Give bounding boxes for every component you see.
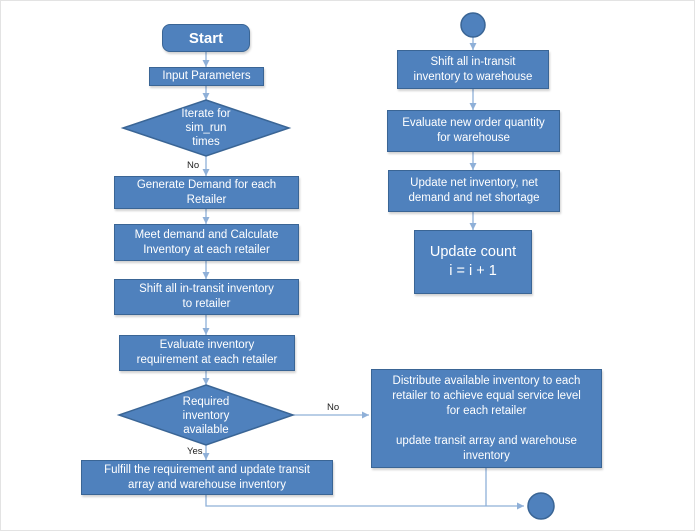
start-terminal: Start [162, 24, 250, 52]
evaluate-order-box: Evaluate new order quantity for warehous… [387, 110, 560, 152]
required-available-label: Required inventory available [182, 396, 230, 436]
meet-demand-box: Meet demand and Calculate Inventory at e… [114, 224, 299, 261]
update-net-box: Update net inventory, net demand and net… [388, 170, 560, 212]
iterate-label: Iterate for sim_run times [181, 108, 231, 148]
fulfill-box: Fulfill the requirement and update trans… [81, 460, 333, 495]
connector-end [527, 492, 555, 520]
arrow-fulfill-to-end [205, 495, 524, 510]
evaluate-requirement-box: Evaluate inventory requirement at each r… [119, 335, 295, 371]
connector-top [460, 12, 486, 38]
shift-retailer-box: Shift all in-transit inventory to retail… [114, 279, 299, 315]
yes-label-required: Yes [187, 446, 203, 457]
shift-warehouse-box: Shift all in-transit inventory to wareho… [397, 50, 549, 89]
update-count-box: Update count i = i + 1 [414, 230, 532, 294]
no-label-iterate: No [187, 160, 200, 171]
distribute-box: Distribute available inventory to each r… [371, 369, 602, 468]
no-label-required: No [327, 402, 340, 413]
generate-demand-box: Generate Demand for each Retailer [114, 176, 299, 209]
input-parameters-box: Input Parameters [149, 67, 264, 86]
decision-iterate [120, 99, 292, 157]
decision-required-inventory [116, 384, 296, 446]
